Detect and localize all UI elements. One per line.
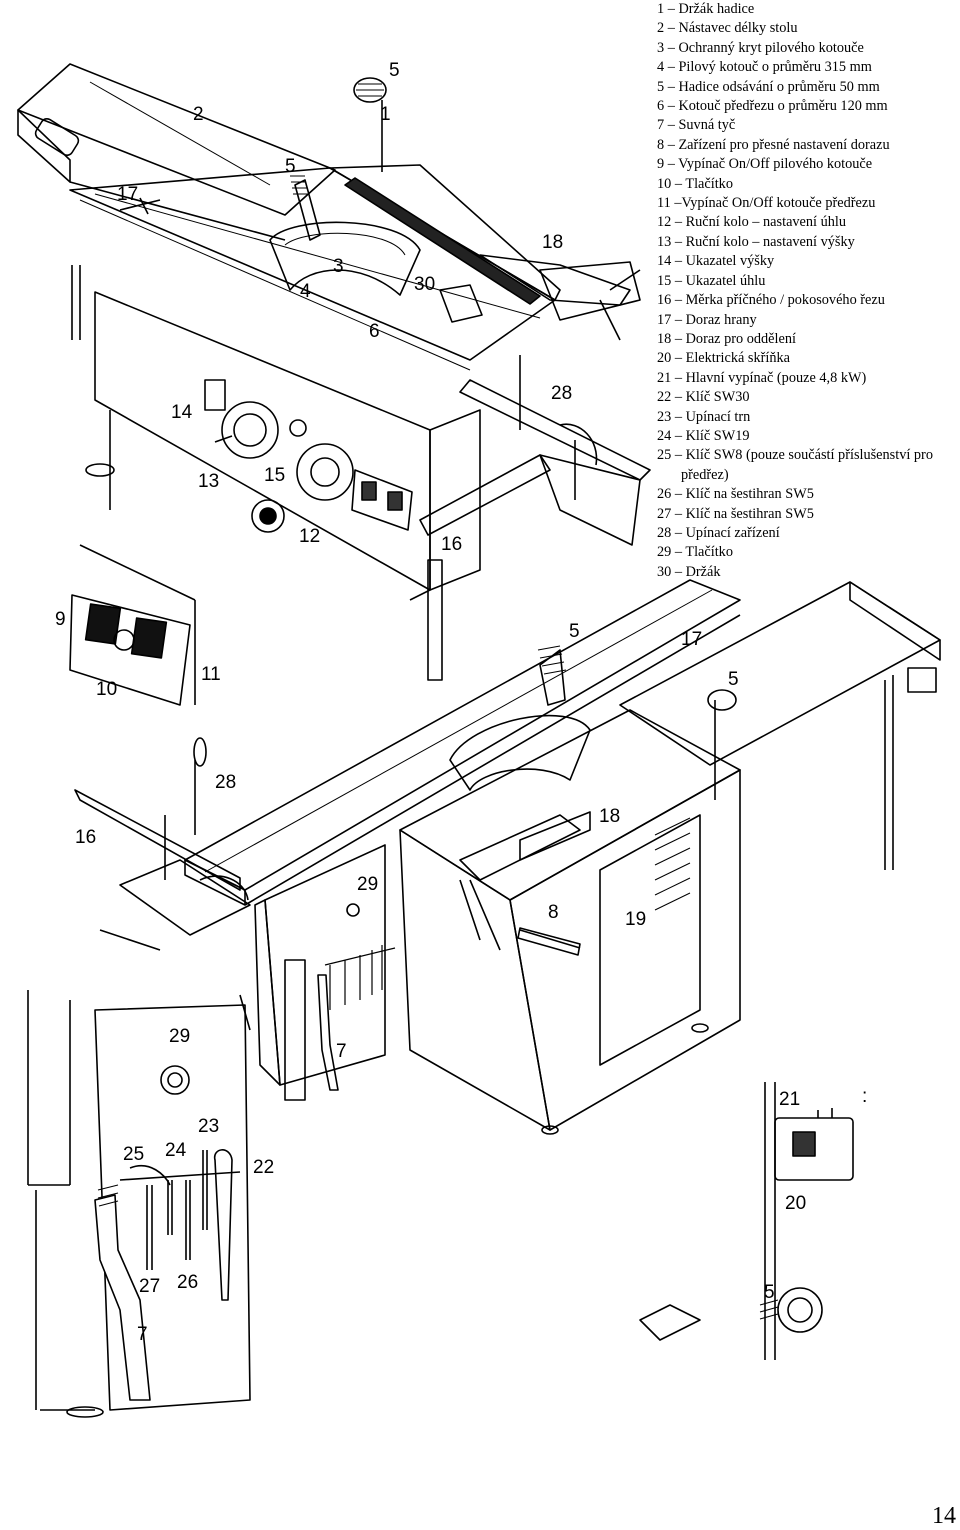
callout-number: 2 (193, 104, 204, 125)
callout-number: 5 (728, 669, 739, 690)
legend-item: 4 – Pilový kotouč o průměru 315 mm (657, 59, 872, 76)
saw-rear-view (74, 579, 941, 1135)
legend-item: 25 – Klíč SW8 (pouze součástí příslušens… (657, 447, 933, 483)
callout-number: 12 (299, 526, 320, 547)
page-number: 14 (932, 1503, 956, 1529)
callout-number: 16 (75, 827, 96, 848)
callout-number: 18 (599, 806, 620, 827)
wrench-panel-detail (27, 990, 251, 1418)
legend-item: 26 – Klíč na šestihran SW5 (657, 486, 814, 503)
callout-number: 10 (96, 679, 117, 700)
legend-item: 8 – Zařízení pro přesné nastavení dorazu (657, 136, 890, 153)
callout-number: 22 (253, 1157, 274, 1178)
legend-item: 14 – Ukazatel výšky (657, 253, 775, 270)
switch-panel-detail (69, 544, 196, 706)
legend-item: 24 – Klíč SW19 (657, 427, 750, 444)
callout-number: 1 (380, 104, 391, 125)
legend-item: 15 – Ukazatel úhlu (657, 272, 766, 289)
legend-item: 11 –Vypínač On/Off kotouče předřezu (657, 195, 876, 212)
callout-number: 29 (357, 874, 378, 895)
parts-legend: 1 – Držák hadice 2 – Nástavec délky stol… (657, 0, 957, 576)
callout-number: 21 (779, 1089, 800, 1110)
legend-item: 9 – Vypínač On/Off pilového kotouče (657, 156, 873, 173)
callout-number: 27 (139, 1276, 160, 1297)
legend-item: 18 – Doraz pro oddělení (657, 330, 796, 347)
legend-item: 2 – Nástavec délky stolu (657, 20, 798, 37)
legend-item: 23 – Upínací trn (657, 408, 751, 425)
legend-item: 28 – Upínací zařízení (657, 524, 780, 541)
legend-item: 10 – Tlačítko (657, 175, 733, 192)
legend-item: 20 – Elektrická skříňka (657, 350, 791, 367)
callout-number: 15 (264, 465, 285, 486)
callout-number: 7 (137, 1324, 148, 1345)
callout-number: 5 (389, 60, 400, 81)
callout-number: 5 (764, 1282, 775, 1303)
callout-number: 5 (285, 156, 296, 177)
electric-box-detail (639, 1082, 854, 1360)
callout-number: 24 (165, 1140, 187, 1161)
callout-number: 7 (336, 1041, 347, 1062)
callout-number: 28 (551, 383, 572, 404)
callout-number: 30 (414, 274, 435, 295)
legend-item: 6 – Kotouč předřezu o průměru 120 mm (657, 98, 888, 115)
callout-number: 11 (201, 664, 221, 685)
legend-item: 13 – Ruční kolo – nastavení výšky (657, 233, 855, 250)
legend-item: 1 – Držák hadice (657, 1, 755, 17)
legend-item: 12 – Ruční kolo – nastavení úhlu (657, 214, 847, 231)
callout-number: 29 (169, 1026, 190, 1047)
callout-number: 28 (215, 772, 236, 793)
callout-number: 14 (171, 402, 193, 423)
legend-item: 5 – Hadice odsávání o průměru 50 mm (657, 78, 880, 95)
callout-number: 4 (300, 281, 311, 302)
callout-number: 17 (117, 184, 138, 205)
callout-number: : (862, 1086, 867, 1107)
callout-number: 8 (548, 902, 559, 923)
legend-item: 21 – Hlavní vypínač (pouze 4,8 kW) (657, 369, 867, 386)
legend-item: 27 – Klíč na šestihran SW5 (657, 505, 814, 522)
legend-item: 16 – Měrka příčného / pokosového řezu (657, 292, 885, 309)
callout-number: 26 (177, 1272, 198, 1293)
callout-number: 20 (785, 1193, 806, 1214)
legend-item: 22 – Klíč SW30 (657, 389, 750, 406)
legend-item: 3 – Ochranný kryt pilového kotouče (657, 39, 864, 56)
callout-number: 3 (333, 256, 344, 277)
callout-number: 17 (681, 629, 702, 650)
legend-item: 30 – Držák (657, 563, 721, 576)
callout-number: 9 (55, 609, 66, 630)
callout-number: 18 (542, 232, 563, 253)
saw-top-view (17, 63, 651, 681)
callout-number: 5 (569, 621, 580, 642)
callout-number: 25 (123, 1144, 144, 1165)
callout-number: 6 (369, 321, 380, 342)
legend-item: 17 – Doraz hrany (657, 311, 757, 328)
legend-item: 29 – Tlačítko (657, 544, 733, 561)
legend-item: 7 – Suvná tyč (657, 117, 736, 134)
callout-number: 13 (198, 471, 219, 492)
callout-number: 19 (625, 909, 646, 930)
callout-number: 16 (441, 534, 462, 555)
callout-number: 23 (198, 1116, 219, 1137)
